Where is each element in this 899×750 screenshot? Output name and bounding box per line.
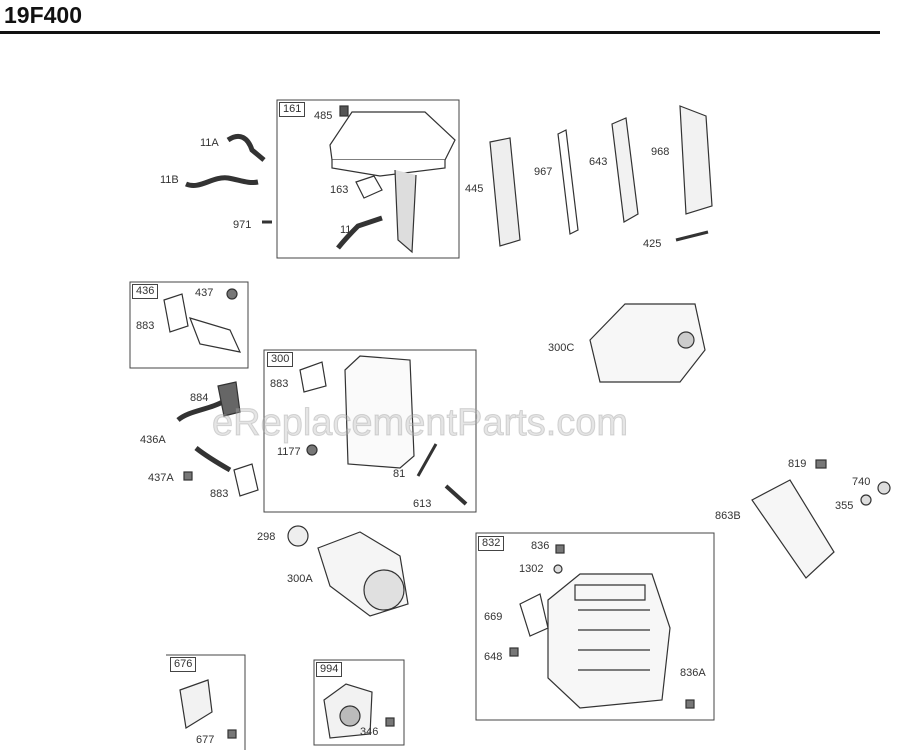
part-label-968: 968 [651, 146, 670, 158]
part-label-355: 355 [835, 500, 854, 512]
gasket-669 [519, 593, 549, 637]
bolt-819 [815, 459, 827, 469]
part-label-613: 613 [413, 498, 432, 510]
part-label-836A: 836A [680, 667, 706, 679]
frame-161 [276, 99, 460, 259]
group-tag-994: 994 [316, 662, 343, 677]
screw-836A [685, 699, 695, 709]
deflector-screen [339, 705, 361, 727]
watermark: eReplacementParts.com [211, 402, 629, 445]
cover-643 [611, 117, 639, 223]
gasket-883-c [233, 463, 259, 497]
part-label-437: 437 [195, 287, 214, 299]
group-tag-832: 832 [478, 536, 505, 551]
part-label-884: 884 [190, 392, 209, 404]
part-label-836: 836 [531, 540, 550, 552]
part-label-81: 81 [393, 468, 406, 480]
frame-300 [263, 349, 477, 513]
screw-648 [509, 647, 519, 657]
filter-445 [489, 137, 521, 247]
part-label-11A: 11A [200, 137, 219, 149]
part-label-971: 971 [233, 219, 252, 231]
group-tag-676: 676 [170, 657, 197, 672]
part-label-346: 346 [360, 726, 379, 738]
part-label-298: 298 [257, 531, 276, 543]
part-label-425: 425 [643, 238, 662, 250]
hose-11 [336, 215, 383, 250]
part-label-669: 669 [484, 611, 503, 623]
air-cleaner-base-part [329, 111, 456, 254]
screw-425 [675, 230, 709, 242]
part-label-300C: 300C [548, 342, 575, 354]
grille-pattern [574, 584, 650, 671]
bracket-81 [416, 443, 438, 477]
frame-832 [475, 532, 715, 721]
cover-968 [679, 105, 713, 215]
nut-1177 [306, 444, 318, 456]
part-485-clip [339, 105, 349, 117]
screw-437A [183, 471, 193, 481]
hose-11A [226, 133, 266, 162]
group-tag-436: 436 [132, 284, 159, 299]
bolt-613 [444, 484, 468, 506]
part-label-1302: 1302 [519, 563, 544, 575]
hose-11B [185, 175, 259, 188]
part-label-485: 485 [314, 110, 333, 122]
clamp-884 [217, 381, 241, 417]
page-title: 19F400 [4, 2, 83, 28]
part-label-436A: 436A [140, 434, 166, 446]
part-label-883-b: 883 [270, 378, 289, 390]
bolt-836 [555, 544, 565, 554]
nut-740 [877, 481, 891, 495]
part-label-677: 677 [196, 734, 215, 746]
muffler-300 [344, 355, 415, 469]
part-label-163: 163 [330, 184, 349, 196]
guard-832 [547, 573, 671, 709]
part-label-1177: 1177 [277, 446, 301, 458]
group-tag-300: 300 [267, 352, 294, 367]
part-label-11B: 11B [160, 174, 179, 186]
gasket-883-b [299, 361, 327, 393]
gasket-883-a [163, 293, 189, 333]
frame-994 [313, 659, 405, 746]
muffler-guard-300C [589, 303, 706, 383]
gasket-163 [355, 175, 383, 199]
part-label-648: 648 [484, 651, 503, 663]
gasket-298 [287, 525, 309, 547]
bracket-863B [751, 479, 835, 579]
pre-cleaner-967 [557, 129, 579, 235]
washer-1302 [553, 564, 563, 574]
part-label-863B: 863B [715, 510, 741, 522]
deflector-676 [179, 679, 213, 729]
washer-355 [860, 494, 872, 506]
arrester-screen [363, 569, 405, 611]
part-label-445: 445 [465, 183, 484, 195]
part-label-883-a: 883 [136, 320, 155, 332]
part-label-11: 11 [340, 224, 352, 236]
frame-676 [166, 654, 246, 750]
title-rule [0, 31, 880, 34]
guard-hole [677, 331, 695, 349]
screw-346 [385, 717, 395, 727]
part-label-643: 643 [589, 156, 608, 168]
part-label-883-c: 883 [210, 488, 229, 500]
adapter-pipe-436 [189, 317, 242, 353]
group-tag-161: 161 [279, 102, 306, 117]
part-label-740: 740 [852, 476, 871, 488]
part-label-967: 967 [534, 166, 553, 178]
part-label-437A: 437A [148, 472, 174, 484]
frame-436 [129, 281, 249, 369]
bolt-437 [226, 288, 238, 300]
part-label-819: 819 [788, 458, 807, 470]
part-label-300A: 300A [287, 573, 313, 585]
screw-677 [227, 729, 237, 739]
